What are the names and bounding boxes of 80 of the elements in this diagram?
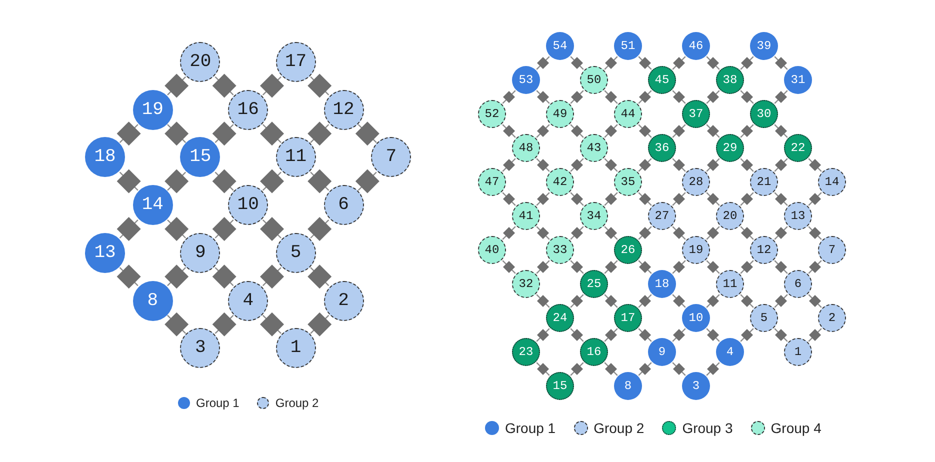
numbered-circle: 14 bbox=[818, 168, 846, 196]
numbered-circle: 12 bbox=[324, 90, 364, 130]
numbered-circle: 11 bbox=[716, 270, 744, 298]
numbered-circle: 5 bbox=[276, 232, 316, 273]
numbered-circle: 46 bbox=[682, 32, 710, 60]
numbered-circle: 15 bbox=[546, 372, 574, 400]
numbered-circle: 10 bbox=[228, 185, 268, 226]
numbered-circle: 2 bbox=[818, 304, 846, 332]
numbered-circle: 31 bbox=[784, 66, 812, 94]
numbered-circle: 39 bbox=[750, 32, 778, 60]
legend-label: Group 2 bbox=[594, 420, 644, 436]
numbered-circle: 30 bbox=[750, 100, 778, 128]
numbered-circle: 22 bbox=[784, 134, 812, 162]
numbered-circle: 1 bbox=[276, 328, 316, 368]
numbered-circle: 26 bbox=[614, 236, 642, 264]
numbered-circle: 11 bbox=[276, 137, 316, 178]
numbered-circle: 29 bbox=[716, 134, 744, 162]
numbered-circle: 32 bbox=[512, 270, 540, 298]
numbered-circle: 38 bbox=[716, 66, 744, 94]
numbered-circle: 27 bbox=[648, 202, 676, 230]
legend-label: Group 1 bbox=[505, 420, 556, 436]
numbered-circle: 13 bbox=[85, 232, 125, 273]
numbered-circle: 49 bbox=[546, 100, 574, 128]
numbered-circle: 16 bbox=[228, 90, 268, 130]
numbered-circle: 17 bbox=[276, 42, 316, 82]
numbered-circle: 35 bbox=[614, 168, 642, 196]
numbered-circle: 45 bbox=[648, 66, 676, 94]
numbered-circle: 28 bbox=[682, 168, 710, 196]
numbered-circle: 18 bbox=[648, 270, 676, 298]
numbered-circle: 21 bbox=[750, 168, 778, 196]
numbered-circle: 53 bbox=[512, 66, 540, 94]
numbered-circle: 43 bbox=[580, 134, 608, 162]
numbered-circle: 20 bbox=[716, 202, 744, 230]
numbered-circle: 12 bbox=[750, 236, 778, 264]
numbered-circle: 50 bbox=[580, 66, 608, 94]
numbered-circle: 34 bbox=[580, 202, 608, 230]
numbered-circle: 10 bbox=[682, 304, 710, 332]
numbered-circle: 4 bbox=[228, 280, 268, 320]
numbered-circle: 42 bbox=[546, 168, 574, 196]
numbered-circle: 7 bbox=[818, 236, 846, 264]
numbered-circle: 2 bbox=[324, 280, 364, 320]
numbered-circle: 4 bbox=[716, 338, 744, 366]
numbered-circle: 13 bbox=[784, 202, 812, 230]
numbered-circle: 19 bbox=[682, 236, 710, 264]
numbered-circle: 52 bbox=[478, 100, 506, 128]
numbered-circle: 14 bbox=[132, 185, 173, 226]
numbered-circle: 6 bbox=[784, 270, 812, 298]
numbered-circle: 9 bbox=[180, 232, 220, 273]
legend-label: Group 3 bbox=[682, 420, 733, 436]
numbered-circle: 15 bbox=[180, 137, 220, 178]
numbered-circle: 20 bbox=[180, 42, 220, 82]
numbered-circle: 8 bbox=[614, 372, 642, 400]
numbered-circle: 8 bbox=[132, 280, 173, 320]
numbered-circle: 6 bbox=[324, 185, 364, 226]
numbered-circle: 17 bbox=[614, 304, 642, 332]
numbered-circle: 16 bbox=[580, 338, 608, 366]
numbered-circle: 44 bbox=[614, 100, 642, 128]
numbered-circle: 47 bbox=[478, 168, 506, 196]
numbered-circle: 23 bbox=[512, 338, 540, 366]
numbered-circle: 33 bbox=[546, 236, 574, 264]
numbered-circle: 3 bbox=[682, 372, 710, 400]
numbered-circle: 7 bbox=[371, 137, 412, 178]
numbered-circle: 54 bbox=[546, 32, 574, 60]
numbered-circle: 1 bbox=[784, 338, 812, 366]
numbered-circle: 25 bbox=[580, 270, 608, 298]
numbered-circle: 48 bbox=[512, 134, 540, 162]
numbered-circle: 19 bbox=[132, 90, 173, 130]
numbered-circle: 5 bbox=[750, 304, 778, 332]
numbered-circle: 41 bbox=[512, 202, 540, 230]
legend-label: Group 1 bbox=[196, 396, 240, 410]
numbered-circle: 9 bbox=[648, 338, 676, 366]
legend-label: Group 2 bbox=[275, 396, 319, 410]
legend-label: Group 4 bbox=[770, 420, 822, 436]
numbered-circle: 18 bbox=[85, 137, 125, 178]
numbered-circle: 24 bbox=[546, 304, 574, 332]
numbered-circle: 36 bbox=[648, 134, 676, 162]
numbered-circle: 51 bbox=[614, 32, 642, 60]
numbered-circle: 37 bbox=[682, 100, 710, 128]
numbered-circle: 40 bbox=[478, 236, 506, 264]
numbered-circle: 3 bbox=[180, 328, 220, 368]
